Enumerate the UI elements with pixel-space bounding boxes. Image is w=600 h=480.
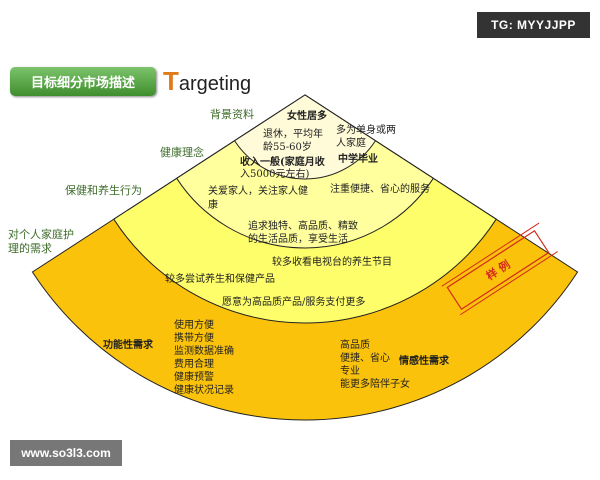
list-item: 监测数据准确 [174,344,234,357]
emotional-needs-list: 高品质 便捷、省心 专业 能更多陪伴子女 [340,338,410,390]
tag-badge: TG: MYYJJPP [477,12,590,38]
text: 愿意为高品质产品/服务支付更多 [222,295,365,308]
list-item: 健康预警 [174,370,214,383]
text: 多为单身或两 [336,123,396,136]
list-item: 能更多陪伴子女 [340,377,410,390]
functional-needs-title: 功能性需求 [103,338,154,351]
list-item: 便捷、省心 [340,351,390,364]
list-item: 使用方便 [174,318,214,331]
text: 注重便捷、省心的服务 [330,182,430,195]
text: 中学毕业 [338,152,378,165]
label-background: 背景资料 [210,107,254,121]
text: 女性居多 [287,109,327,122]
text: 入5000元左右) [240,167,309,180]
text: 人家庭 [336,136,366,149]
text: 龄55-60岁 [263,140,312,153]
label-needs-2: 理的需求 [8,241,52,255]
text: 追求独特、高品质、精致 [248,219,358,232]
functional-needs-list: 使用方便 携带方便 监测数据准确 费用合理 健康预警 健康状况记录 [174,318,234,396]
text: 康 [208,198,218,211]
text: 关爱家人，关注家人健 [208,184,308,197]
targeting-initial: T [163,66,179,96]
website-watermark: www.so3l3.com [10,440,122,466]
text: 较多收看电视台的养生节目 [272,255,392,268]
list-item: 专业 [340,364,360,377]
slide-title: 目标细分市场描述 [10,67,156,96]
list-item: 高品质 [340,338,370,351]
list-item: 携带方便 [174,331,214,344]
text: 的生活品质，享受生活 [248,232,348,245]
text: 较多尝试养生和保健产品 [165,272,275,285]
text: 退休，平均年 [263,127,323,140]
label-health-concept: 健康理念 [160,145,204,159]
targeting-heading: Targeting [163,66,251,97]
list-item: 健康状况记录 [174,383,234,396]
label-behavior: 保健和养生行为 [65,183,142,197]
text: 收入一般(家庭月收 [240,155,325,168]
list-item: 费用合理 [174,357,214,370]
ring-background [233,94,377,180]
targeting-rest: argeting [178,73,252,95]
label-needs-1: 对个人家庭护 [8,227,74,241]
sample-stamp: 样 例 [441,222,558,316]
emotional-needs-title: 情感性需求 [399,354,450,367]
